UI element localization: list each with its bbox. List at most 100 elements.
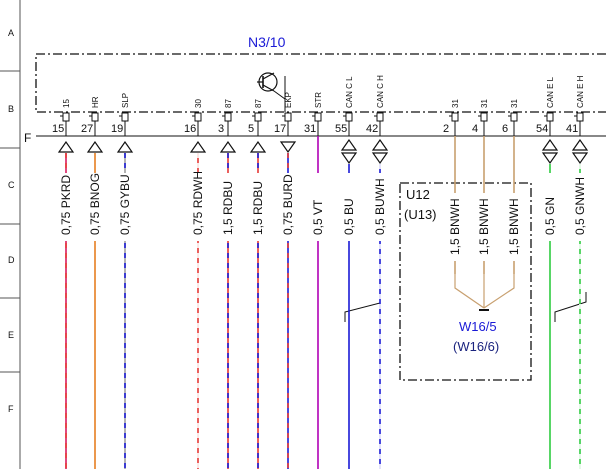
pin-name: 31 xyxy=(510,99,519,108)
wire-label-gap xyxy=(342,173,356,241)
pin-name: CAN E H xyxy=(576,75,585,108)
wire-label: 0,75 GYBU xyxy=(118,174,132,235)
direction-arrow-icon xyxy=(57,140,75,153)
pin-number: 15 xyxy=(52,123,64,135)
pin-3: SLP 19 0,75 GYBU xyxy=(111,93,134,469)
row-label-b: B xyxy=(8,104,14,114)
wire-label-gap xyxy=(88,173,102,241)
pin-number: 4 xyxy=(472,123,478,135)
direction-arrow-icon xyxy=(219,140,237,153)
component-box-alt-label: (U13) xyxy=(404,207,437,222)
wire-label-gap xyxy=(448,193,462,261)
twisted-pair-mark-can-c xyxy=(344,293,381,322)
pin-name: EKP xyxy=(284,92,293,108)
pin-1: 15 15 0,75 PKRD xyxy=(52,99,75,469)
pin-number: 5 xyxy=(248,123,254,135)
component-box-label: U12 xyxy=(406,187,430,202)
row-label-d: D xyxy=(8,255,15,265)
direction-arrow-icon xyxy=(371,138,389,165)
wire-label-gap xyxy=(221,173,235,241)
pin-socket-icon xyxy=(345,112,353,122)
pin-socket-icon xyxy=(284,112,292,122)
direction-arrow-icon xyxy=(116,140,134,153)
pin-socket-icon xyxy=(510,112,518,122)
component-box-u12: U12 (U13) xyxy=(399,182,532,381)
pin-name: 15 xyxy=(62,99,71,108)
wire-label: 1,5 RDBU xyxy=(251,181,265,235)
row-label-e: E xyxy=(8,330,14,340)
connector-title: N3/10 xyxy=(248,34,286,50)
wire-label-gap xyxy=(543,173,557,241)
wire-label-gap xyxy=(507,193,521,261)
pin-socket-icon xyxy=(224,112,232,122)
pin-number: 42 xyxy=(366,123,378,135)
pin-name: SLP xyxy=(121,93,130,108)
wire-label: 1,5 RDBU xyxy=(221,181,235,235)
pin-number: 55 xyxy=(335,123,347,135)
pin-5: 87 3 1,5 RDBU xyxy=(218,99,237,469)
direction-arrow-icon xyxy=(86,140,104,153)
ground-alt-label: (W16/6) xyxy=(453,339,499,354)
row-label-f: F xyxy=(8,404,14,414)
pin-number: 3 xyxy=(218,123,224,135)
pin-name: 30 xyxy=(194,99,203,108)
pin-name: HR xyxy=(91,96,100,108)
pin-socket-icon xyxy=(546,112,554,122)
pin-6: 87 5 1,5 RDBU xyxy=(248,99,267,469)
pin-socket-icon xyxy=(91,112,99,122)
connector-edge-label: F xyxy=(24,131,31,145)
pin-number: 2 xyxy=(443,123,449,135)
direction-arrow-icon xyxy=(189,140,207,153)
pin-9: CAN C L 55 0,5 BU xyxy=(335,76,358,469)
wire-label-gap xyxy=(311,173,325,241)
row-ruler: A B C D E F xyxy=(0,0,21,469)
row-label-a: A xyxy=(8,28,14,38)
wire-label: 1,5 BNWH xyxy=(507,198,521,255)
transistor-icon xyxy=(257,72,286,112)
row-label-c: C xyxy=(8,180,15,190)
pin-13: 31 6 1,5 BNWH xyxy=(502,99,521,274)
ground-label: W16/5 xyxy=(459,319,497,334)
pin-number: 27 xyxy=(81,123,93,135)
wire-label: 0,75 PKRD xyxy=(59,175,73,235)
wire-label: 1,5 BNWH xyxy=(477,198,491,255)
pin-name: 87 xyxy=(224,99,233,108)
direction-arrow-icon xyxy=(249,140,267,153)
direction-arrow-icon xyxy=(279,141,297,154)
pin-socket-icon xyxy=(576,112,584,122)
pin-name: 87 xyxy=(254,99,263,108)
direction-arrow-icon xyxy=(571,138,589,165)
pin-number: 6 xyxy=(502,123,508,135)
pin-socket-icon xyxy=(194,112,202,122)
wire-label-gap xyxy=(59,173,73,241)
wire-label: 1,5 BNWH xyxy=(448,198,462,255)
pin-socket-icon xyxy=(121,112,129,122)
twisted-pair-mark-can-e xyxy=(554,292,587,322)
pin-socket-icon xyxy=(314,112,322,122)
pin-name: CAN C L xyxy=(345,76,354,108)
pin-socket-icon xyxy=(254,112,262,122)
control-unit-n3-10: N3/10 xyxy=(35,34,606,113)
wire-label-gap xyxy=(191,173,205,241)
wire-label: 0,5 BU xyxy=(342,198,356,235)
wire-label-gap xyxy=(251,173,265,241)
wire-label-gap xyxy=(477,193,491,261)
wire-label: 0,5 BUWH xyxy=(373,178,387,235)
direction-arrow-icon xyxy=(541,138,559,165)
pin-socket-icon xyxy=(451,112,459,122)
ground-splice: W16/5 (W16/6) xyxy=(453,274,515,354)
pin-number: 19 xyxy=(111,123,123,135)
direction-arrow-icon xyxy=(340,138,358,165)
pin-name: CAN E L xyxy=(546,76,555,108)
wire-label-gap xyxy=(118,173,132,241)
wire-label: 0,5 VT xyxy=(311,199,325,235)
